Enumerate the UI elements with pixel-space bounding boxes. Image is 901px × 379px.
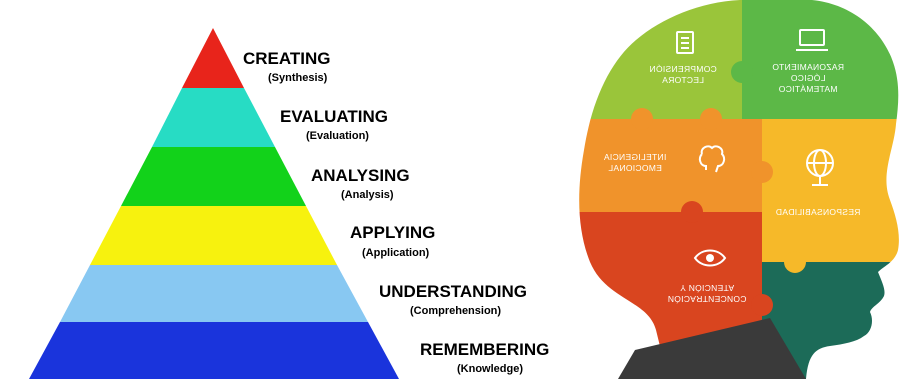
level-name-evaluating: EVALUATING: [280, 107, 388, 126]
pyramid-level-understanding: [60, 265, 368, 322]
puzzle-knob: [681, 201, 703, 223]
pyramid-level-analysing: [121, 147, 306, 206]
level-sub-evaluating: (Evaluation): [306, 130, 369, 142]
label-inteligencia-line1: INTELIGENCIA: [604, 152, 667, 162]
puzzle-knob: [731, 61, 753, 83]
puzzle-knob: [751, 161, 773, 183]
label-atencion-line1: ATENCIÓN Y: [680, 283, 734, 293]
puzzle-head: [579, 0, 899, 379]
label-razonamiento-line3: MATEMÁTICO: [778, 84, 837, 94]
level-sub-applying: (Application): [362, 247, 430, 259]
level-sub-understanding: (Comprehension): [410, 305, 501, 317]
puzzle-piece-responsabilidad: [762, 119, 899, 262]
puzzle-knob: [631, 108, 653, 130]
level-name-applying: APPLYING: [350, 223, 435, 242]
bloom-pyramid: [29, 28, 399, 379]
label-razonamiento-line2: LÓGICO: [790, 73, 825, 83]
level-sub-remembering: (Knowledge): [457, 363, 523, 375]
level-name-analysing: ANALYSING: [311, 166, 410, 185]
pyramid-labels: CREATING (Synthesis) EVALUATING (Evaluat…: [243, 49, 549, 375]
puzzle-knob: [784, 251, 806, 273]
level-sub-creating: (Synthesis): [268, 72, 328, 84]
puzzle-piece-razonamiento: [742, 0, 899, 119]
label-comprension-line2: LECTORA: [662, 75, 704, 85]
level-name-understanding: UNDERSTANDING: [379, 282, 527, 301]
label-responsabilidad: RESPONSABILIDAD: [776, 207, 861, 217]
globe-icon: [806, 149, 834, 186]
level-name-remembering: REMEMBERING: [420, 340, 549, 359]
puzzle-piece-comprension-lectora: [579, 0, 742, 119]
eye-icon: [693, 249, 727, 267]
computer-icon: [796, 29, 828, 51]
pyramid-level-applying: [90, 206, 337, 265]
pyramid-level-evaluating: [152, 88, 275, 147]
level-name-creating: CREATING: [243, 49, 331, 68]
brain-icon: [698, 145, 726, 173]
label-inteligencia-line2: EMOCIONAL: [608, 163, 662, 173]
label-atencion-line2: CONCENTRACIÓN: [668, 294, 747, 304]
pyramid-level-creating: [182, 28, 244, 88]
label-comprension-line1: COMPRENSIÓN: [649, 64, 717, 74]
puzzle-labels: COMPRENSIÓN LECTORA RAZONAMIENTO LÓGICO …: [604, 62, 861, 304]
level-sub-analysing: (Analysis): [341, 189, 394, 201]
puzzle-knob: [700, 108, 722, 130]
shirt-collar: [618, 318, 806, 379]
document-icon: [676, 31, 694, 54]
puzzle-knob: [751, 294, 773, 316]
pyramid-level-remembering: [29, 322, 399, 379]
label-razonamiento-line1: RAZONAMIENTO: [772, 62, 844, 72]
puzzle-piece-inteligencia-emocional: [579, 119, 762, 212]
